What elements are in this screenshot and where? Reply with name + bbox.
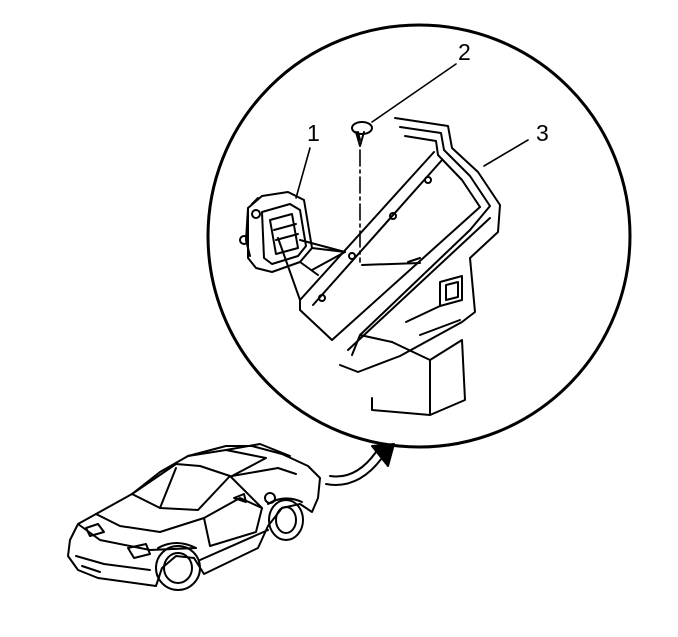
leader-line-1 (295, 147, 311, 199)
duct-housing (277, 117, 501, 416)
vehicle-illustration (67, 443, 321, 591)
location-arrow (325, 443, 395, 486)
leader-line-2 (371, 63, 457, 123)
detail-circle (206, 23, 632, 449)
callout-1: 1 (307, 120, 320, 146)
screw (351, 121, 373, 263)
blower-motor-module (239, 191, 346, 276)
callout-2: 2 (458, 39, 471, 65)
leader-line-3 (483, 139, 529, 167)
callout-3: 3 (536, 120, 549, 146)
